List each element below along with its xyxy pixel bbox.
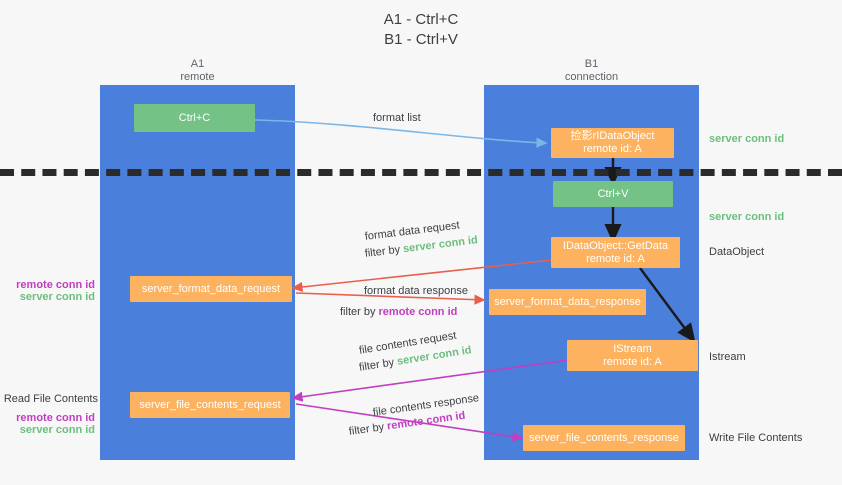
- caption-format-list: format list: [373, 111, 421, 126]
- caption-file-contents-request-filter-prefix: filter by: [358, 355, 399, 374]
- node-idataobject-getdata[interactable]: IDataObject::GetData remote id: A: [551, 237, 680, 268]
- node-ctrl-c-label: Ctrl+C: [178, 111, 211, 124]
- node-idataobject-top-sub: remote id: A: [583, 143, 642, 155]
- annotation-remote-conn-id-1: remote conn id: [16, 279, 95, 291]
- node-ctrl-v[interactable]: Ctrl+V: [553, 181, 673, 207]
- node-server-format-data-request[interactable]: server_format_data_request: [130, 276, 292, 302]
- annotation-server-conn-id-top: server conn id: [709, 133, 785, 145]
- annotation-write-file-contents: Write File Contents: [709, 432, 803, 444]
- caption-file-contents-request: file contents request filter by server c…: [358, 330, 472, 376]
- node-idataobject-top-label: 捡影rIDataObject: [570, 130, 655, 142]
- lane-b1-name: B1: [584, 58, 599, 70]
- node-istream-sub: remote id: A: [603, 355, 662, 368]
- lane-b1-role: connection: [564, 71, 619, 83]
- node-ctrl-v-label: Ctrl+V: [597, 187, 629, 200]
- node-idataobject-getdata-label: IDataObject::GetData: [562, 239, 669, 252]
- caption-format-list-text: format list: [373, 112, 421, 124]
- caption-file-contents-response-filter-prefix: filter by: [348, 420, 388, 438]
- annotation-server-conn-id-1: server conn id: [19, 291, 95, 303]
- caption-format-data-request-filter-prefix: filter by: [364, 243, 404, 260]
- caption-format-data-response-filter-target: remote conn id: [378, 306, 458, 318]
- node-server-format-data-request-label: server_format_data_request: [141, 282, 281, 295]
- lane-header-a1: A1 remote: [100, 58, 295, 84]
- title-line-1: A1 - Ctrl+C: [383, 11, 459, 28]
- annotation-remote-conn-id-2: remote conn id: [16, 412, 95, 424]
- lane-header-b1: B1 connection: [484, 58, 699, 84]
- caption-file-contents-response: file contents response filter by remote …: [348, 392, 480, 440]
- annotation-server-conn-id-mid: server conn id: [709, 211, 785, 223]
- node-server-format-data-response[interactable]: server_format_data_response: [489, 289, 646, 315]
- annotation-server-conn-id-2: server conn id: [19, 424, 95, 436]
- node-ctrl-c[interactable]: Ctrl+C: [134, 104, 255, 132]
- caption-format-data-response-text: format data response: [364, 285, 468, 297]
- node-server-file-contents-response[interactable]: server_file_contents_response: [523, 425, 685, 451]
- annotation-istream: Istream: [709, 351, 746, 363]
- caption-format-data-request: format data request filter by server con…: [364, 219, 478, 262]
- caption-format-data-response: format data response filter by remote co…: [340, 284, 468, 320]
- diagram-title: A1 - Ctrl+C B1 - Ctrl+V: [0, 10, 842, 50]
- node-idataobject-top[interactable]: 捡影rIDataObject remote id: A: [551, 128, 674, 158]
- separator-dashed-line: [0, 169, 842, 176]
- annotation-read-file-contents: Read File Contents: [3, 393, 98, 405]
- node-server-file-contents-request[interactable]: server_file_contents_request: [130, 392, 290, 418]
- node-istream[interactable]: IStream remote id: A: [567, 340, 698, 371]
- annotation-dataobject: DataObject: [709, 246, 765, 258]
- lane-a1-role: remote: [180, 71, 215, 83]
- node-server-format-data-response-label: server_format_data_response: [494, 295, 641, 308]
- node-server-file-contents-response-label: server_file_contents_response: [529, 431, 679, 444]
- node-server-file-contents-request-label: server_file_contents_request: [139, 398, 281, 411]
- node-idataobject-getdata-sub: remote id: A: [586, 252, 645, 265]
- caption-format-data-response-filter-prefix: filter by: [340, 306, 379, 318]
- node-istream-label: IStream: [613, 342, 652, 355]
- lane-a1-name: A1: [190, 58, 205, 70]
- title-line-2: B1 - Ctrl+V: [384, 31, 458, 48]
